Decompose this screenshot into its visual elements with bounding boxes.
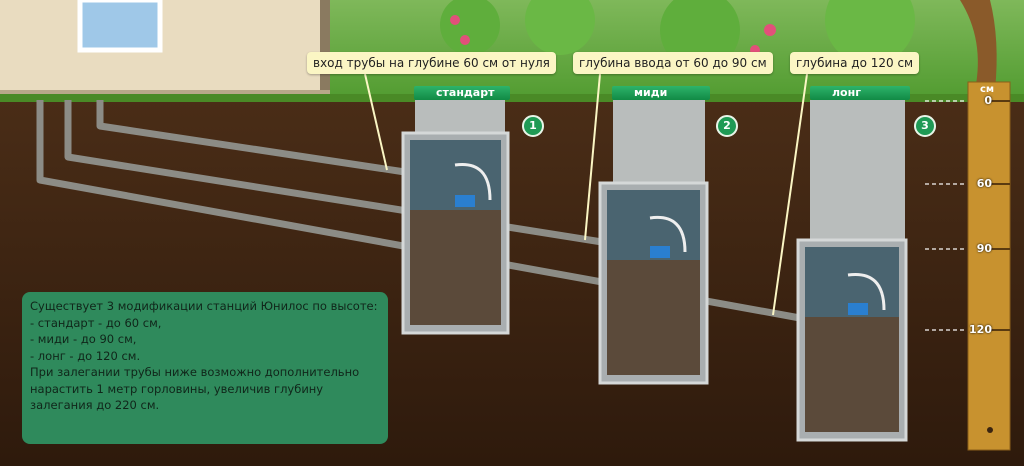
callout-pointers bbox=[364, 73, 808, 316]
pipe-long bbox=[36, 100, 801, 322]
ruler-tick-0: 0 bbox=[984, 94, 992, 107]
callout-midi-depth: глубина ввода от 60 до 90 см bbox=[573, 52, 773, 74]
tree-trunk bbox=[960, 0, 997, 90]
ruler-unit: см bbox=[980, 84, 995, 95]
ruler-tick-90: 90 bbox=[976, 242, 992, 255]
pipe-standard bbox=[96, 100, 406, 176]
ruler-tick-60: 60 bbox=[976, 177, 992, 190]
callout-standard-depth: вход трубы на глубине 60 см от нуля bbox=[307, 52, 556, 74]
station-number-3: 3 bbox=[914, 115, 936, 137]
info-line: При залегании трубы ниже возможно дополн… bbox=[30, 365, 360, 412]
tank-midi bbox=[598, 100, 709, 385]
station-label-midi: миди bbox=[612, 86, 710, 100]
info-line: - лонг - до 120 см. bbox=[30, 348, 141, 363]
info-line: - миди - до 90 см, bbox=[30, 332, 137, 346]
house-window bbox=[77, 0, 163, 53]
info-line: Существует 3 модификации станций Юнилос … bbox=[30, 299, 378, 313]
tank-standard bbox=[401, 100, 510, 335]
info-line: - стандарт - до 60 см, bbox=[30, 315, 162, 330]
station-label-long: лонг bbox=[810, 86, 910, 100]
house-wall bbox=[0, 0, 330, 90]
ruler-tick-120: 120 bbox=[969, 323, 992, 336]
station-number-1: 1 bbox=[522, 115, 544, 137]
ruler-ticks bbox=[990, 100, 1010, 331]
callout-long-depth: глубина до 120 см bbox=[790, 52, 920, 74]
station-number-2: 2 bbox=[716, 115, 738, 137]
depth-ruler bbox=[967, 81, 1011, 451]
tank-long bbox=[796, 100, 908, 442]
info-box: Существует 3 модификации станций Юнилос … bbox=[22, 292, 388, 444]
station-label-standard: стандарт bbox=[414, 86, 510, 100]
